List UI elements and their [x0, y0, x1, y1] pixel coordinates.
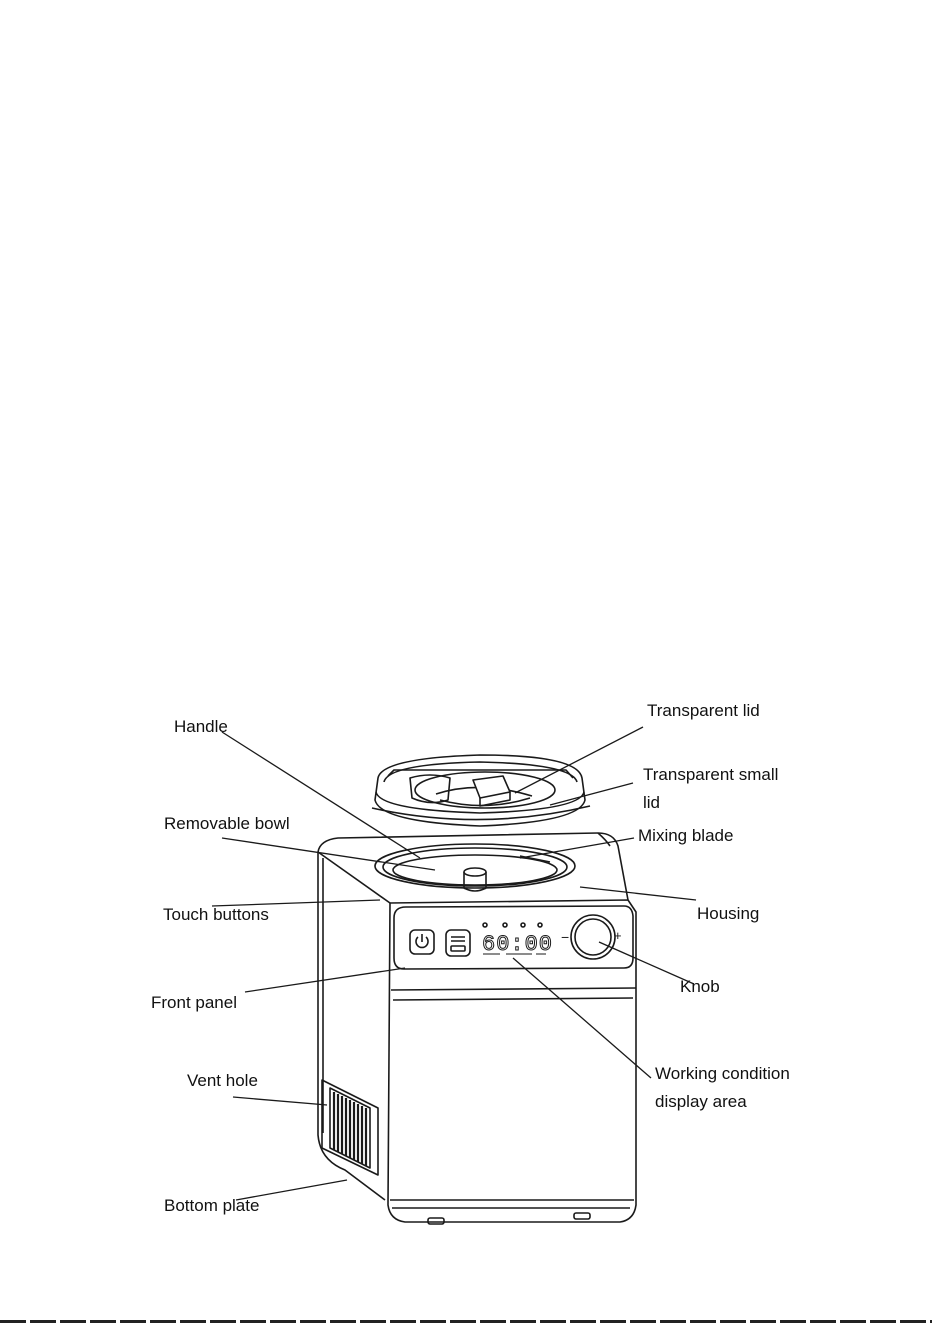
label-mixing-blade: Mixing blade — [638, 822, 733, 850]
power-touch-button[interactable] — [410, 930, 434, 954]
label-transparent-small-lid: Transparent small lid — [643, 761, 793, 817]
label-transparent-lid: Transparent lid — [647, 697, 760, 725]
display-digits: 60:00 — [482, 932, 553, 957]
label-vent-hole: Vent hole — [187, 1067, 258, 1095]
transparent-small-lid — [473, 776, 510, 806]
knob[interactable] — [571, 915, 615, 959]
label-removable-bowl: Removable bowl — [164, 810, 290, 838]
label-housing: Housing — [697, 900, 759, 928]
label-bottom-plate: Bottom plate — [164, 1192, 259, 1220]
label-working-condition-display-area: Working condition display area — [655, 1060, 795, 1116]
mode-touch-button[interactable] — [446, 930, 470, 956]
label-handle: Handle — [174, 713, 228, 741]
knob-minus-sign: − — [561, 929, 569, 945]
knob-plus-sign: + — [614, 928, 622, 943]
label-front-panel: Front panel — [151, 989, 237, 1017]
label-touch-buttons: Touch buttons — [163, 901, 269, 929]
label-knob: Knob — [680, 973, 720, 1001]
leader-lines — [212, 727, 696, 1200]
